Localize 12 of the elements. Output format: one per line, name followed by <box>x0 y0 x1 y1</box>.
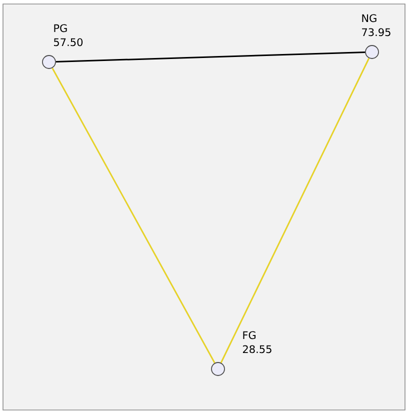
point-marker <box>42 55 56 69</box>
point-label: 73.95 <box>362 28 390 36</box>
point-label: 57.50 <box>54 38 83 46</box>
connecting-line <box>220 58 370 364</box>
point-marker <box>365 45 379 59</box>
point-marker <box>211 362 225 376</box>
point-label: 28.55 <box>242 345 272 354</box>
connecting-line <box>56 51 366 63</box>
connecting-line <box>52 68 216 364</box>
point-label: PG <box>54 24 67 32</box>
point-label: NG <box>362 14 376 22</box>
point-label: FG <box>243 331 256 340</box>
